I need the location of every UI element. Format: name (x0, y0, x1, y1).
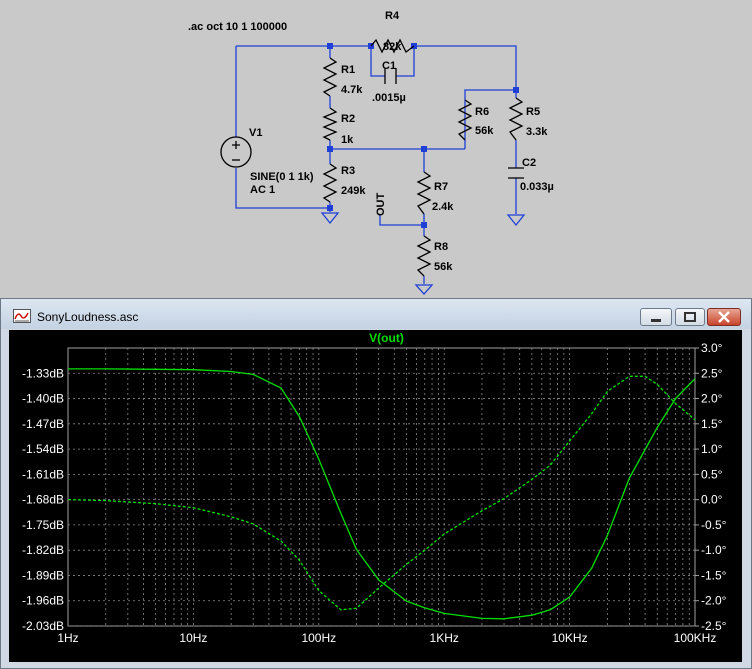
r4-value: 82k (383, 41, 402, 53)
y-right-tick-label: -2.0° (701, 594, 727, 608)
v1-name: V1 (249, 127, 262, 139)
c1-capacitor[interactable] (384, 68, 397, 84)
y-right-tick-label: 0.0° (701, 493, 723, 507)
waveform-app-icon (13, 309, 31, 323)
r7-value: 2.4k (432, 201, 454, 213)
y-left-tick-label: -1.68dB (22, 493, 64, 507)
out-net-label[interactable]: OUT (375, 193, 387, 217)
r3-name: R3 (341, 165, 355, 177)
ac-directive[interactable]: .ac oct 10 1 100000 (188, 21, 287, 33)
chart-title: V(out) (369, 331, 404, 345)
r3-value: 249k (341, 185, 366, 197)
v1-spec: SINE(0 1 1k) (250, 171, 314, 183)
r5-name: R5 (526, 106, 540, 118)
y-right-tick-label: 1.0° (701, 442, 723, 456)
close-button[interactable] (707, 308, 741, 326)
c1-name: C1 (382, 60, 396, 72)
minimize-button[interactable] (640, 308, 672, 326)
r8-value: 56k (434, 261, 453, 273)
v1-source[interactable] (220, 136, 252, 168)
y-right-tick-label: 0.5° (701, 467, 723, 481)
r4-name: R4 (385, 10, 400, 22)
window-title: SonyLoudness.asc (37, 310, 139, 324)
r5-resistor[interactable] (508, 97, 524, 141)
r1-resistor[interactable] (322, 57, 338, 97)
y-left-tick-label: -1.47dB (22, 417, 64, 431)
x-tick-label: 10Hz (179, 631, 207, 645)
y-right-tick-label: 1.5° (701, 417, 723, 431)
r2-value: 1k (341, 134, 354, 146)
r1-value: 4.7k (341, 84, 363, 96)
plot-frame (67, 347, 696, 627)
r3-resistor[interactable] (322, 163, 338, 203)
y-right-tick-label: -2.5° (701, 619, 727, 633)
schematic-canvas[interactable]: .ac oct 10 1 100000 V1 (0, 0, 752, 296)
r2-resistor[interactable] (322, 107, 338, 141)
y-right-tick-label: 2.5° (701, 366, 723, 380)
c2-capacitor[interactable] (508, 167, 524, 179)
c2-value: 0.033µ (520, 181, 554, 193)
x-tick-label: 100KHz (674, 631, 717, 645)
ground-symbols (320, 212, 526, 295)
y-left-tick-label: -2.03dB (22, 619, 64, 633)
r2-name: R2 (341, 113, 355, 125)
r1-name: R1 (341, 64, 355, 76)
plot-pane[interactable]: -1.33dB -1.40dB -1.47dB -1.54dB -1.61dB -1.68… (9, 330, 742, 662)
y-left-tick-label: -1.75dB (22, 518, 64, 532)
close-icon (718, 311, 730, 323)
bode-plot[interactable]: -1.33dB -1.40dB -1.47dB -1.54dB -1.61dB -1.68… (9, 330, 742, 662)
y-right-tick-label: -1.5° (701, 568, 727, 582)
x-tick-label: 10KHz (552, 631, 588, 645)
v1-ac: AC 1 (250, 184, 275, 196)
restore-icon (684, 312, 696, 322)
r6-value: 56k (475, 125, 494, 137)
y-left-tick-label: -1.82dB (22, 543, 64, 557)
y-left-tick-label: -1.40dB (22, 392, 64, 406)
r6-name: R6 (475, 106, 489, 118)
minimize-icon (651, 319, 661, 322)
phase-trace (67, 375, 696, 611)
r7-name: R7 (434, 181, 448, 193)
y-right-tick-label: -0.5° (701, 518, 727, 532)
x-tick-label: 1KHz (430, 631, 459, 645)
r5-value: 3.3k (526, 126, 548, 138)
c2-name: C2 (522, 157, 536, 169)
r8-resistor[interactable] (416, 235, 432, 277)
y-right-tick-label: 2.0° (701, 392, 723, 406)
y-right-tick-label: 3.0° (701, 341, 723, 355)
r7-resistor[interactable] (416, 171, 432, 215)
y-left-tick-label: -1.33dB (22, 366, 64, 380)
y-left-tick-label: -1.54dB (22, 442, 64, 456)
r6-resistor[interactable] (457, 99, 473, 141)
window-titlebar[interactable]: SonyLoudness.asc (1, 299, 751, 329)
maximize-button[interactable] (675, 308, 705, 326)
wires (235, 45, 517, 284)
y-left-tick-label: -1.61dB (22, 467, 64, 481)
x-tick-label: 1Hz (57, 631, 78, 645)
waveform-window[interactable]: SonyLoudness.asc -1.33dB-1.40dB-1.47dB-1… (0, 298, 752, 669)
c1-value: .0015µ (372, 92, 406, 104)
magnitude-trace (68, 368, 696, 620)
r4-resistor[interactable] (370, 38, 415, 54)
y-right-tick-label: -1.0° (701, 543, 727, 557)
x-tick-label: 100Hz (301, 631, 336, 645)
y-left-tick-label: -1.96dB (22, 594, 64, 608)
y-left-tick-label: -1.89dB (22, 568, 64, 582)
r8-name: R8 (434, 241, 448, 253)
